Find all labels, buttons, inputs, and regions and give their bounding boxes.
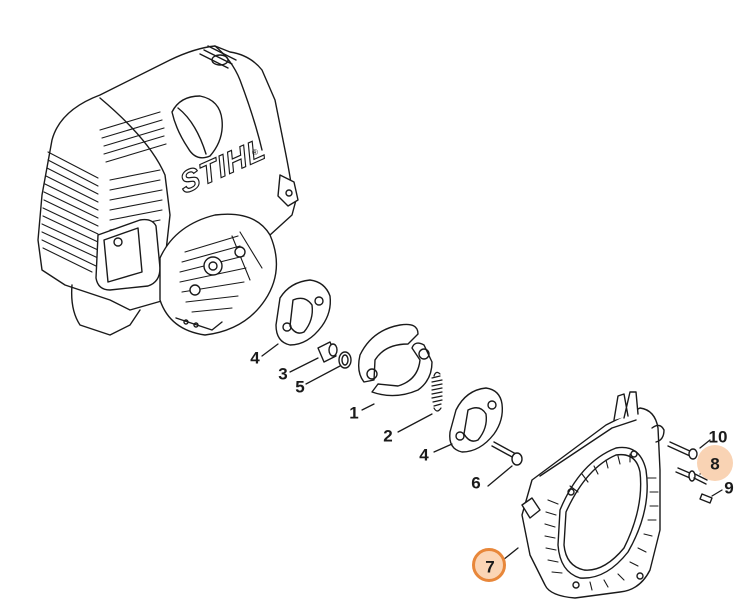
part-label-8[interactable]: 8 — [710, 454, 720, 474]
part-label-6[interactable]: 6 — [471, 473, 481, 493]
washer-illustration — [338, 351, 352, 369]
engine-housing-illustration — [37, 45, 299, 336]
registered-mark: ® — [252, 148, 258, 157]
part-label-4-lower[interactable]: 4 — [419, 445, 429, 465]
fan-housing-illustration — [521, 391, 665, 599]
part-label-3[interactable]: 3 — [278, 364, 288, 384]
part-label-7[interactable]: 7 — [485, 557, 495, 577]
part-label-9[interactable]: 9 — [724, 478, 734, 498]
part-label-10[interactable]: 10 — [708, 427, 728, 447]
sleeve-illustration — [317, 341, 338, 363]
highlight-marker-7 — [472, 548, 506, 582]
screw-6-illustration — [491, 441, 523, 466]
carrier-plate-upper-illustration — [275, 279, 332, 346]
part-label-4-upper[interactable]: 4 — [250, 348, 260, 368]
part-label-2[interactable]: 2 — [383, 426, 393, 446]
spring-illustration — [431, 371, 443, 412]
clutch-shoes-illustration — [357, 323, 433, 397]
pin-illustration — [699, 493, 713, 504]
stud-illustration — [675, 467, 708, 485]
carrier-plate-lower-illustration — [449, 387, 504, 453]
part-label-5[interactable]: 5 — [295, 377, 305, 397]
highlight-marker-8 — [697, 445, 733, 481]
part-label-1[interactable]: 1 — [349, 403, 359, 423]
screw-10-illustration — [667, 441, 698, 460]
